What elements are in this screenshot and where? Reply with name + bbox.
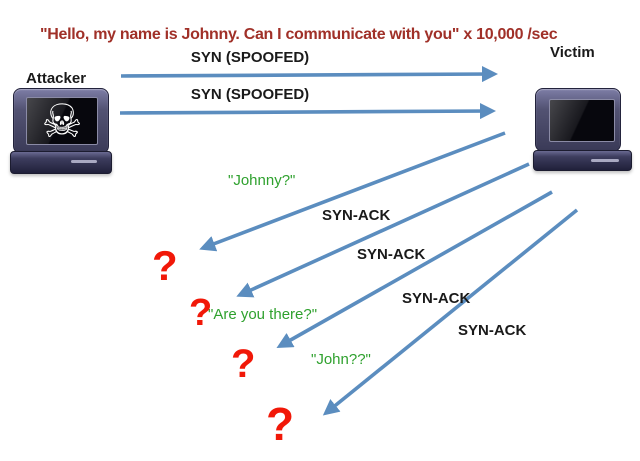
victim-screen xyxy=(549,99,615,142)
synack-arrow-1 xyxy=(199,131,506,252)
attacker-computer-base xyxy=(10,151,112,174)
spoofed-reply-john: "John??" xyxy=(311,351,371,368)
attacker-drive-slot xyxy=(71,160,97,163)
spoofed-reply-johnny: "Johnny?" xyxy=(228,172,296,189)
syn-arrow-1 xyxy=(120,65,499,83)
synack-arrow-3 xyxy=(276,190,553,348)
attacker-label: Attacker xyxy=(26,70,87,87)
question-mark-4: ? xyxy=(266,398,295,450)
syn-ack-label-2: SYN-ACK xyxy=(357,246,426,263)
syn-spoofed-label-2: SYN (SPOOFED) xyxy=(190,86,310,103)
synack-arrow-2 xyxy=(236,162,530,298)
attacker-monitor: ☠ xyxy=(13,88,109,154)
syn-ack-label-4: SYN-ACK xyxy=(458,322,527,339)
victim-computer-base xyxy=(533,150,632,171)
attacker-screen: ☠ xyxy=(26,97,98,145)
attacker-computer-icon: ☠ xyxy=(10,88,112,174)
syn-arrow-2 xyxy=(119,102,497,120)
victim-label: Victim xyxy=(550,44,595,61)
synack-arrow-4 xyxy=(322,208,579,416)
spoofed-reply-are-you-there: "Are you there?" xyxy=(208,306,318,323)
victim-monitor xyxy=(535,88,621,152)
skull-crossbones-icon: ☠ xyxy=(41,97,83,145)
syn-spoofed-label-1: SYN (SPOOFED) xyxy=(190,49,310,66)
victim-computer-icon xyxy=(531,87,635,171)
question-mark-1: ? xyxy=(152,242,178,289)
question-mark-3: ? xyxy=(231,342,256,386)
question-mark-2: ? xyxy=(189,292,213,334)
diagram-title: "Hello, my name is Johnny. Can I communi… xyxy=(40,26,558,43)
syn-ack-label-1: SYN-ACK xyxy=(322,207,391,224)
syn-ack-label-3: SYN-ACK xyxy=(402,290,471,307)
victim-drive-slot xyxy=(591,159,619,162)
